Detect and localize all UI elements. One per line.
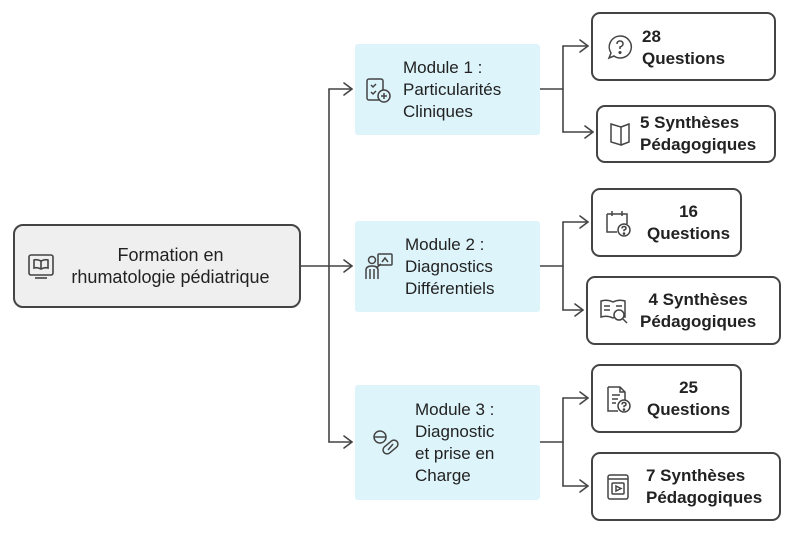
open-book-icon — [608, 120, 632, 148]
pills-icon — [371, 428, 401, 458]
module-2-questions-label: 16 Questions — [647, 201, 731, 243]
module-2-label: Module 2 : Diagnostics Différentiels — [405, 234, 495, 298]
question-bubble-icon — [606, 33, 634, 61]
module-2-syntheses-node: 4 Synthèses Pédagogiques — [586, 276, 781, 345]
module-3-node: Module 3 : Diagnostic et prise en Charge — [355, 385, 540, 500]
root-label: Formation en rhumatologie pédiatrique — [71, 245, 270, 287]
module-1-syntheses-node: 5 Synthèses Pédagogiques — [596, 105, 776, 163]
module-1-label: Module 1 : Particularités Cliniques — [403, 57, 502, 121]
document-question-icon — [603, 384, 633, 414]
module-3-questions-node: 25 Questions — [591, 364, 742, 433]
module-2-syntheses-label: 4 Synthèses Pédagogiques — [640, 289, 757, 331]
module-3-questions-label: 25 Questions — [647, 377, 731, 419]
module-1-questions-node: 28 Questions — [591, 12, 776, 81]
module-3-label: Module 3 : Diagnostic et prise en Charge — [415, 399, 495, 485]
root-node: Formation en rhumatologie pédiatrique — [13, 224, 301, 308]
video-book-icon — [604, 472, 632, 502]
module-1-questions-label: 28 Questions — [642, 27, 726, 68]
module-2-node: Module 2 : Diagnostics Différentiels — [355, 221, 540, 312]
module-1-syntheses-label: 5 Synthèses Pédagogiques — [640, 113, 757, 154]
calendar-question-icon — [603, 208, 633, 238]
book-search-icon — [598, 296, 630, 326]
doctor-presentation-icon — [363, 251, 395, 283]
module-3-syntheses-label: 7 Synthèses Pédagogiques — [646, 465, 763, 507]
module-2-questions-node: 16 Questions — [591, 188, 742, 257]
clipboard-medical-icon — [363, 75, 393, 105]
module-1-node: Module 1 : Particularités Cliniques — [355, 44, 540, 135]
book-monitor-icon — [26, 251, 56, 281]
module-3-syntheses-node: 7 Synthèses Pédagogiques — [591, 452, 781, 521]
